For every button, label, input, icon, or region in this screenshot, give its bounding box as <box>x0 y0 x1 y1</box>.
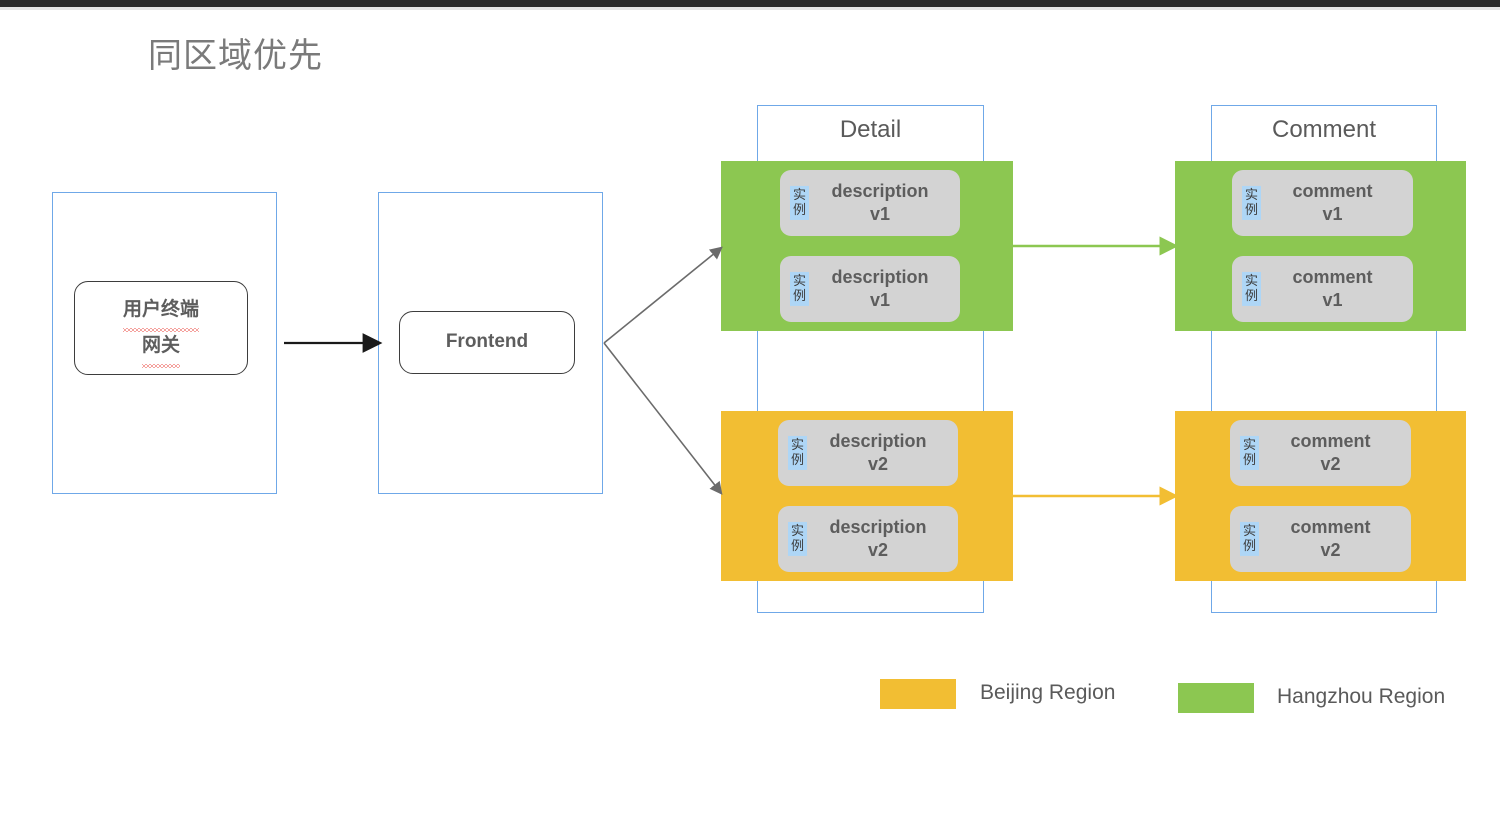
instance-card[interactable]: 实例 comment v1 <box>1232 170 1413 236</box>
instance-card[interactable]: 实例 description v1 <box>780 170 960 236</box>
node-frontend[interactable]: Frontend <box>399 311 575 374</box>
instance-tag: 实例 <box>1242 271 1261 307</box>
instance-label: description v2 <box>829 430 927 474</box>
instance-card[interactable]: 实例 comment v1 <box>1232 256 1413 322</box>
window-top-bar <box>0 0 1500 7</box>
instance-label: description v1 <box>831 180 929 224</box>
instance-card[interactable]: 实例 description v1 <box>780 256 960 322</box>
top-separator <box>0 7 1500 10</box>
instance-label: comment v2 <box>1290 430 1371 474</box>
legend-swatch-beijing <box>880 679 956 709</box>
instance-card[interactable]: 实例 description v2 <box>778 420 958 486</box>
instance-tag: 实例 <box>790 185 809 221</box>
arrow-frontend-to-detail-beijing <box>603 342 723 495</box>
instance-card[interactable]: 实例 comment v2 <box>1230 506 1411 572</box>
comment-title: Comment <box>1271 116 1377 143</box>
instance-label: comment v1 <box>1292 180 1373 224</box>
instance-tag: 实例 <box>1240 435 1259 471</box>
legend-label-hangzhou: Hangzhou Region <box>1277 685 1446 708</box>
legend-label-beijing: Beijing Region <box>980 681 1116 704</box>
client-line1: 用户终端 <box>122 292 200 333</box>
instance-label: comment v1 <box>1292 266 1373 310</box>
instance-label: description v2 <box>829 516 927 560</box>
instance-tag: 实例 <box>788 435 807 471</box>
instance-tag: 实例 <box>1240 521 1259 557</box>
client-container <box>52 192 277 494</box>
detail-container <box>757 105 984 613</box>
legend-swatch-hangzhou <box>1178 683 1254 713</box>
instance-tag: 实例 <box>1242 185 1261 221</box>
instance-tag: 实例 <box>788 521 807 557</box>
page-title: 同区域优先 <box>148 37 323 75</box>
comment-container <box>1211 105 1437 613</box>
instance-card[interactable]: 实例 comment v2 <box>1230 420 1411 486</box>
instance-tag: 实例 <box>790 271 809 307</box>
instance-label: comment v2 <box>1290 516 1371 560</box>
instance-card[interactable]: 实例 description v2 <box>778 506 958 572</box>
node-client-gateway[interactable]: 用户终端 网关 <box>74 281 248 375</box>
detail-title: Detail <box>839 116 902 143</box>
arrow-frontend-to-detail-hangzhou <box>603 246 723 344</box>
client-line2: 网关 <box>141 328 181 369</box>
instance-label: description v1 <box>831 266 929 310</box>
frontend-label: Frontend <box>445 331 529 353</box>
